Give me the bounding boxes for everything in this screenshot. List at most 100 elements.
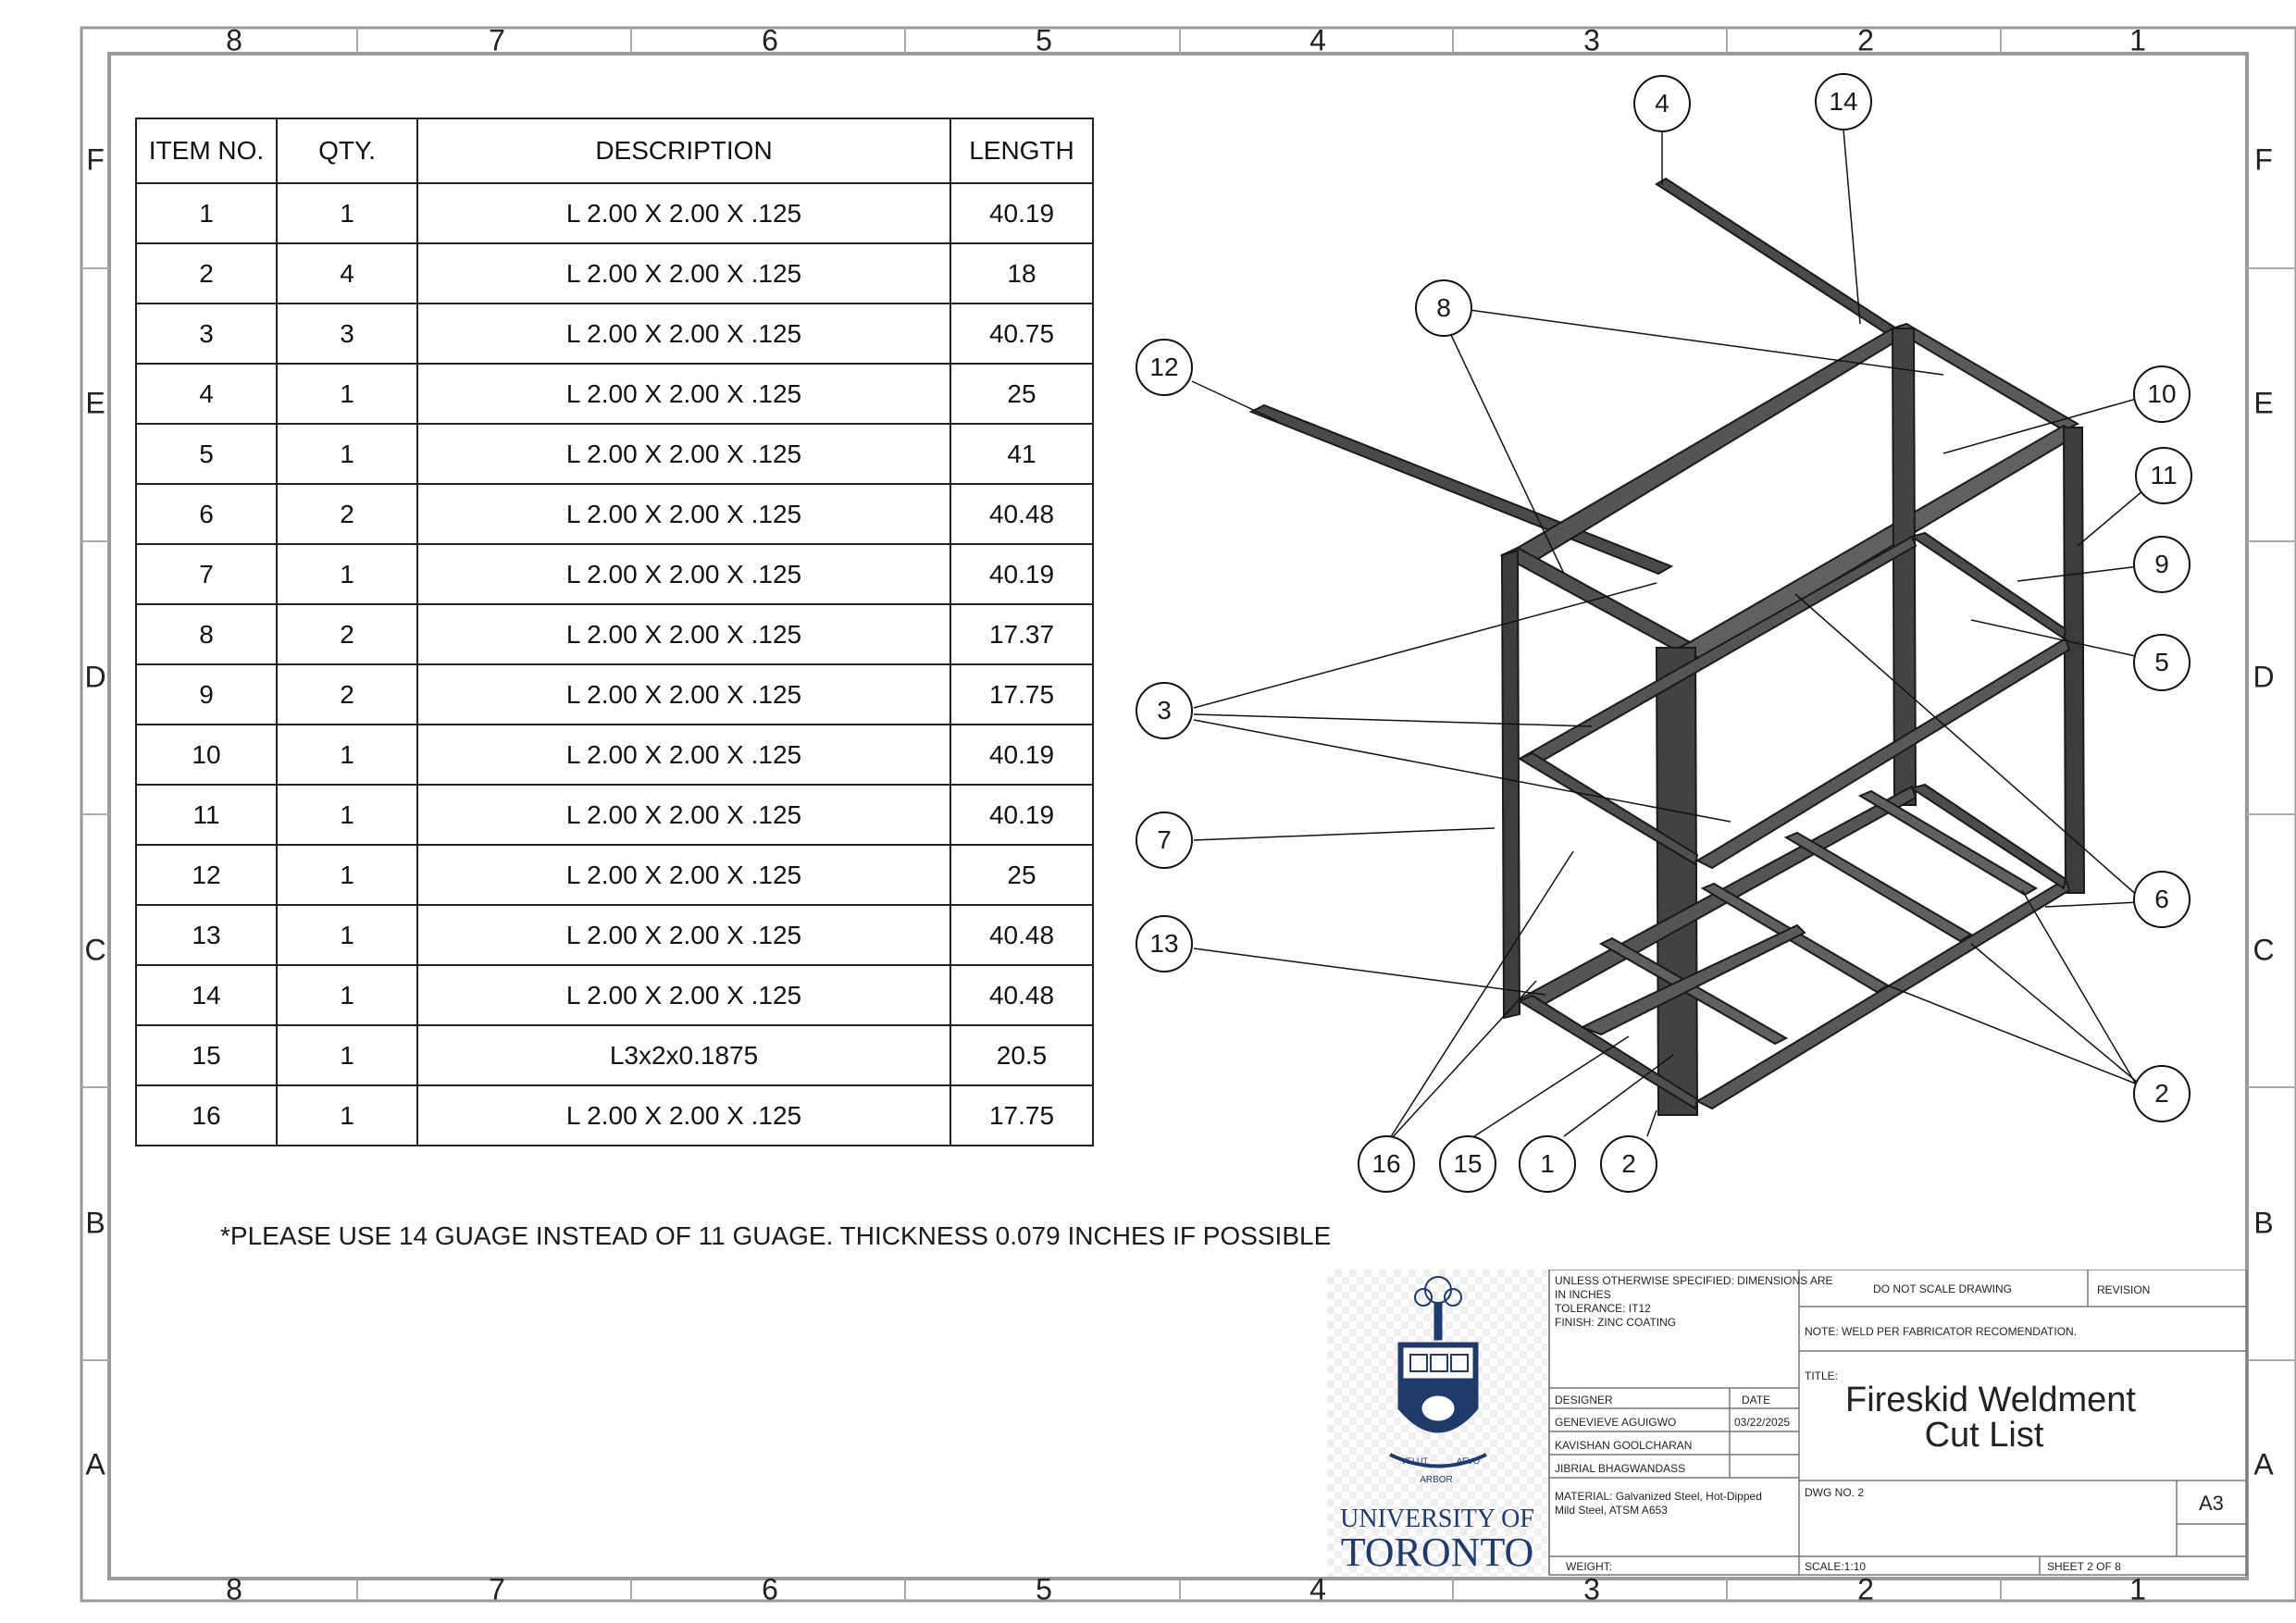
material-line-1: MATERIAL: Galvanized Steel, Hot-Dipped — [1555, 1490, 1762, 1503]
bom-cell-qty: 1 — [276, 182, 418, 244]
zone-column-top: 2 — [1857, 23, 1874, 57]
zone-row-right: A — [2253, 1447, 2274, 1481]
zone-row-right: B — [2253, 1206, 2274, 1240]
zone-row-left: F — [86, 142, 105, 177]
material-line-2: Mild Steel, ATSM A653 — [1555, 1504, 1668, 1517]
bom-cell-length: 17.75 — [949, 663, 1094, 725]
date-label: DATE — [1742, 1394, 1771, 1406]
leader-13 — [1193, 948, 1546, 996]
leader-16a — [1389, 850, 1574, 1139]
sheet-size: A3 — [2199, 1492, 2224, 1515]
bom-cell-length: 40.19 — [949, 543, 1094, 605]
bom-header-item: ITEM NO. — [135, 118, 278, 184]
crest-ribbon-left: VELUT — [1401, 1456, 1429, 1466]
leader-16b — [1389, 980, 1537, 1141]
leader-lines — [1191, 129, 2144, 1141]
bom-cell-description: L 2.00 X 2.00 X .125 — [416, 1084, 951, 1146]
member-item-6-bottom — [1909, 783, 2067, 890]
balloon-item: 8 — [1415, 279, 1472, 337]
bom-cell-description: L 2.00 X 2.00 X .125 — [416, 784, 951, 846]
balloon-item: 4 — [1633, 75, 1691, 132]
zone-column-top: 5 — [1036, 23, 1052, 57]
bom-cell-length: 17.75 — [949, 1084, 1094, 1146]
inner-border — [107, 52, 2249, 1580]
bom-cell-qty: 3 — [276, 303, 418, 365]
bom-cell-description: L 2.00 X 2.00 X .125 — [416, 724, 951, 786]
bom-cell-description: L3x2x0.1875 — [416, 1024, 951, 1086]
bom-cell-item: 6 — [135, 483, 278, 545]
bom-cell-qty: 1 — [276, 724, 418, 786]
zone-column-top: 7 — [489, 23, 505, 57]
bom-cell-qty: 1 — [276, 363, 418, 425]
bom-cell-length: 40.19 — [949, 182, 1094, 244]
member-item-2b — [1783, 831, 1973, 943]
designer-2: KAVISHAN GOOLCHARAN — [1555, 1439, 1693, 1452]
balloon-item: 7 — [1136, 812, 1193, 869]
bom-cell-length: 40.75 — [949, 303, 1094, 365]
balloon-item: 13 — [1136, 915, 1193, 973]
bom-cell-length: 40.19 — [949, 784, 1094, 846]
member-item-6-top — [1672, 424, 2079, 661]
balloon-item: 10 — [2133, 365, 2191, 423]
crest-banner: ARBOR — [1420, 1475, 1453, 1485]
member-item-12 — [1248, 403, 1674, 576]
bom-cell-qty: 2 — [276, 663, 418, 725]
drawing-title-line-1: Fireskid Weldment — [1845, 1381, 2136, 1419]
post-right — [2062, 427, 2086, 894]
member-item-4 — [1655, 177, 1908, 342]
designer-1: GENEVIEVE AGUIGWO — [1555, 1416, 1677, 1429]
member-item-8-top — [1890, 322, 2080, 432]
date-value: 03/22/2025 — [1734, 1416, 1791, 1429]
bom-cell-length: 25 — [949, 844, 1094, 906]
zone-row-right: D — [2253, 660, 2275, 694]
bom-header-description: DESCRIPTION — [416, 118, 951, 184]
bom-cell-length: 40.48 — [949, 964, 1094, 1026]
bom-cell-item: 9 — [135, 663, 278, 725]
zone-row-right: E — [2253, 386, 2274, 420]
revision-label: REVISION — [2097, 1283, 2151, 1296]
zone-row-right: C — [2253, 933, 2275, 967]
frame-members — [1248, 177, 2086, 1116]
bom-cell-item: 12 — [135, 844, 278, 906]
zone-row-right: F — [2254, 142, 2273, 177]
zone-column-bottom: 8 — [226, 1572, 242, 1606]
leader-3b — [1193, 713, 1593, 727]
post-left — [1500, 549, 1521, 1020]
member-item-9-mid — [1517, 751, 1699, 866]
bom-cell-qty: 2 — [276, 603, 418, 665]
zone-column-top: 4 — [1309, 23, 1326, 57]
balloon-item: 3 — [1136, 682, 1193, 739]
spec-line-3: TOLERANCE: IT12 — [1555, 1302, 1651, 1315]
logo-university-of: UNIVERSITY OF — [1340, 1505, 1534, 1533]
bom-cell-description: L 2.00 X 2.00 X .125 — [416, 423, 951, 485]
bom-cell-description: L 2.00 X 2.00 X .125 — [416, 242, 951, 304]
bom-cell-description: L 2.00 X 2.00 X .125 — [416, 603, 951, 665]
bom-cell-description: L 2.00 X 2.00 X .125 — [416, 663, 951, 725]
leader-3a — [1193, 582, 1657, 709]
bom-cell-description: L 2.00 X 2.00 X .125 — [416, 844, 951, 906]
bom-cell-item: 11 — [135, 784, 278, 846]
leader-8a — [1469, 309, 1944, 376]
bom-cell-qty: 1 — [276, 423, 418, 485]
zone-column-top: 1 — [2129, 23, 2146, 57]
bom-cell-item: 15 — [135, 1024, 278, 1086]
zone-column-top: 3 — [1583, 23, 1600, 57]
bom-cell-qty: 1 — [276, 904, 418, 966]
zone-column-bottom: 3 — [1583, 1572, 1600, 1606]
bom-cell-item: 8 — [135, 603, 278, 665]
bom-cell-description: L 2.00 X 2.00 X .125 — [416, 543, 951, 605]
designer-3: JIBRIAL BHAGWANDASS — [1555, 1462, 1686, 1475]
spec-line-1: UNLESS OTHERWISE SPECIFIED: DIMENSIONS A… — [1555, 1274, 1833, 1287]
